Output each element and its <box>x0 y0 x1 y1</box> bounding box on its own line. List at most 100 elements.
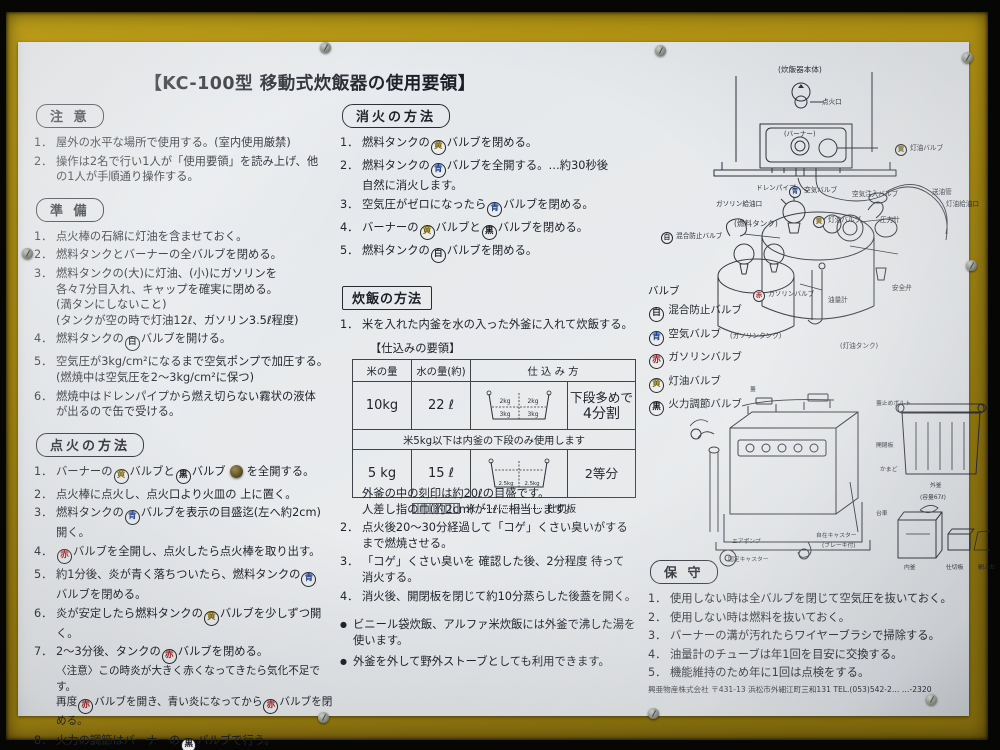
list-item: 3．燃料タンクの青バルブを表示の目盛迄(左へ約2cm) 開く。 <box>34 506 321 540</box>
section-heading-extinguish: 消火の方法 <box>342 104 451 128</box>
diagram-label-kerosene-tank: (灯油タンク) <box>840 342 879 350</box>
list-item: 2．操作は2名で行い1人が「使用要領」を読み上げ、他の1人が手順通り操作する。 <box>34 154 319 184</box>
diagram-label-anti-mix-valve: 白 混合防止バルブ <box>660 230 722 244</box>
diagram-label-divider-plate: 仕切板 <box>946 565 964 571</box>
list-item: 5．燃料タンクの白バルブを閉める。 <box>340 243 640 263</box>
valve-mark-yellow: 黄 <box>203 610 219 626</box>
diagram-label-kerosene-valve-2: 黄 灯油バルブ <box>812 214 861 228</box>
legend-label-rice: 米 <box>465 504 476 515</box>
diagram-label-safety-valve: 安全弁 <box>892 284 912 292</box>
diagram-label-outer-pot: 外釜 <box>930 483 942 489</box>
diagram-label-oil-line: 送油管 <box>932 188 952 196</box>
valve-legend-row: 黄 灯油バルブ <box>648 375 808 393</box>
diagram-label-swivel-caster: 自在キャスター <box>816 533 857 539</box>
valve-mark-red: 赤 <box>78 699 94 715</box>
section-heading-maintenance: 保 守 <box>650 560 718 584</box>
valve-mark-red: 赤 <box>57 548 72 564</box>
recipe-table-block: 【仕込みの要領】 米の量 水の量(約) 仕 込 み 方 10kg 22 ℓ <box>352 340 636 515</box>
list-item: 1．点火棒の石綿に灯油を含ませておく。 <box>34 229 248 243</box>
diagram-label-lid-bolt: 蓋止めボルト <box>876 401 911 407</box>
caution-list: 1．屋外の水平な場所で使用する。(室内使用厳禁) 2．操作は2名で行い1人が「使… <box>34 135 334 185</box>
table-caption: 【仕込みの要領】 <box>370 342 461 355</box>
preparation-list: 1．点火棒の石綿に灯油を含ませておく。 2．燃料タンクとバーナーの全バルブを閉め… <box>34 229 334 420</box>
col-header-rice: 米の量 <box>352 359 412 382</box>
diagram-top-svg <box>713 72 948 337</box>
valve-mark-white: 白 <box>430 247 446 263</box>
diagram-label-gasoline-inlet: ガソリン給油口 <box>716 200 763 208</box>
maintenance-list: 1．使用しない時は全バルブを閉じて空気圧を抜いておく。 2．使用しない時は燃料を… <box>648 591 978 681</box>
list-item: 8．火力の調節はバーナーの黒バルブで行う。 <box>34 733 334 750</box>
list-item: 3．バーナーの溝が汚れたらワイヤーブラシで掃除する。 <box>648 629 940 643</box>
diagram-label-with-brake: (ブレーキ付) <box>822 543 856 549</box>
list-item: 4．消火後、開閉板を閉じて約10分蒸らした後蓋を開く。 <box>340 589 637 603</box>
diagram-label-ignition-port: 点火口 <box>822 98 842 106</box>
valve-mark-white: 白 <box>649 307 664 322</box>
legend-label-divider: 仕切板 <box>547 504 577 515</box>
diagram-label-cart: 台車 <box>876 511 888 517</box>
cooking-bullets: ビニール袋炊飯、アルファ米炊飯には外釜で沸した湯を使います。 外釜を外して野外ス… <box>340 617 645 670</box>
list-item: 2．点火棒に点火し、点火口より火皿の 上に置く。 <box>34 487 297 501</box>
valve-mark-white: 白 <box>124 336 140 352</box>
table-legend: 米 仕切板 <box>352 501 636 515</box>
list-item: 7．2〜3分後、タンクの赤バルブを閉める。 〈注意〉この時炎が大きく赤くなってき… <box>34 645 333 728</box>
diagram-label-body: (炊飯器本体) <box>778 65 822 74</box>
table-note-row: 米5kg以下は内釜の下段のみ使用します <box>352 429 636 450</box>
diagram-label-gasoline-valve: 赤 ガソリンバルブ <box>752 288 814 302</box>
cooking-continued: 外釜の中の刻印は約20ℓの目盛です。 人差し指の巾(約2cm)が1ℓに相当します… <box>340 486 645 676</box>
valve-mark-yellow: 黄 <box>113 468 129 484</box>
valve-legend: バルブ 白 混合防止バルブ 青 空気バルブ 赤 ガソリンバルブ 黄 灯油バルブ … <box>648 283 808 422</box>
diagram-label-drain-pipe: ドレンパイプ <box>756 184 796 192</box>
cell-water-15l: 15 ℓ <box>411 449 471 498</box>
list-item: 6．燃焼中はドレンパイプから燃え切らない霧状の液体 が出るので缶で受ける。 <box>34 389 316 419</box>
diagram-cooker-and-tank: (炊飯器本体) 点火口 (バーナー) ドレンパイプ 黄 灯油バルブ 送油管 (燃… <box>661 58 990 388</box>
footer-company: 興亜物産株式会社 〒431-13 浜松市外細江町三和131 TEL.(053)5… <box>648 685 932 694</box>
pot-two-tier-icon: 2kg 2kg 3kg 3kg <box>486 390 552 419</box>
cooking-list: 外釜の中の刻印は約20ℓの目盛です。 人差し指の巾(約2cm)が1ℓに相当します… <box>340 486 645 604</box>
page-title: 【KC-100型 移動式炊飯器の使用要領】 <box>144 74 476 94</box>
list-item: 4．油量計のチューブは年1回を目安に交換する。 <box>648 647 903 661</box>
cell-rice-10kg: 10kg <box>352 381 412 430</box>
mounting-screw <box>966 260 977 271</box>
valve-mark-black: 黒 <box>175 468 191 484</box>
list-item: 4．バーナーの黄バルブと黒バルブを閉める。 <box>340 220 640 240</box>
diagram-label-air-valve: 青 空気バルブ <box>788 184 837 198</box>
list-item: 外釜の中の刻印は約20ℓの目盛です。 人差し指の巾(約2cm)が1ℓに相当します… <box>362 487 576 516</box>
cell-method-halves: 2等分 <box>567 449 636 498</box>
knob-icon <box>229 464 243 478</box>
list-item: 1．屋外の水平な場所で使用する。(室内使用厳禁) <box>34 136 291 149</box>
section-heading-caution: 注 意 <box>36 104 104 128</box>
diagram-bottom-svg <box>689 393 1000 567</box>
diagram-label-gasoline-tank: (ガソリンタンク) <box>730 332 782 340</box>
diagram-label-kerosene-valve: 黄 灯油バルブ <box>894 142 943 156</box>
diagram-label-outer-pot-capacity: (容量67ℓ) <box>920 495 946 501</box>
list-item: 2．燃料タンクとバーナーの全バルブを閉める。 <box>34 248 282 262</box>
valve-legend-row: 白 混合防止バルブ <box>648 304 808 322</box>
valve-mark-red: 赤 <box>649 354 664 369</box>
mounting-screw <box>962 52 973 63</box>
svg-text:3kg: 3kg <box>499 411 510 418</box>
list-item: 1．米を入れた内釜を水の入った外釜に入れて炊飯する。 <box>340 317 633 331</box>
list-item: 4．赤バルブを全開し、点火したら点火棒を取り出す。 <box>34 544 334 564</box>
valve-mark-blue: 青 <box>430 163 446 178</box>
valve-legend-row: 赤 ガソリンバルブ <box>648 351 808 369</box>
list-item: 外釜を外して野外ストーブとしても利用できます。 <box>340 654 645 670</box>
valve-mark-red: 赤 <box>263 699 279 715</box>
svg-text:2kg: 2kg <box>527 398 538 405</box>
diagram-label-stove: かまど <box>880 467 898 473</box>
valve-mark-blue: 青 <box>301 571 317 587</box>
mounting-screw <box>655 45 666 56</box>
list-item: 4．燃料タンクの白バルブを開ける。 <box>34 331 334 352</box>
ignition-list: 1．バーナーの黄バルブと黒バルブを全開する。 2．点火棒に点火し、点火口より火皿… <box>34 464 334 750</box>
valve-mark-yellow: 黄 <box>430 140 446 155</box>
svg-text:2.5kg: 2.5kg <box>498 481 513 487</box>
diagram-label-pressure-gauge: 圧力計 <box>880 216 900 224</box>
valve-mark-blue: 青 <box>487 201 503 217</box>
section-heading-preparation: 準 備 <box>36 197 104 222</box>
list-item: 5．約1分後、炎が青く落ちついたら、燃料タンクの青 バルブを閉める。 <box>34 567 334 603</box>
valve-mark-blue: 青 <box>649 330 664 346</box>
cell-water-22l: 22 ℓ <box>411 381 471 430</box>
list-item: 3．「コゲ」くさい臭いを 確認した後、2分程度 待って 消火する。 <box>340 555 625 584</box>
extinguish-list: 1．燃料タンクの黄バルブを閉める。 2．燃料タンクの青バルブを全開する。…約30… <box>340 135 640 263</box>
